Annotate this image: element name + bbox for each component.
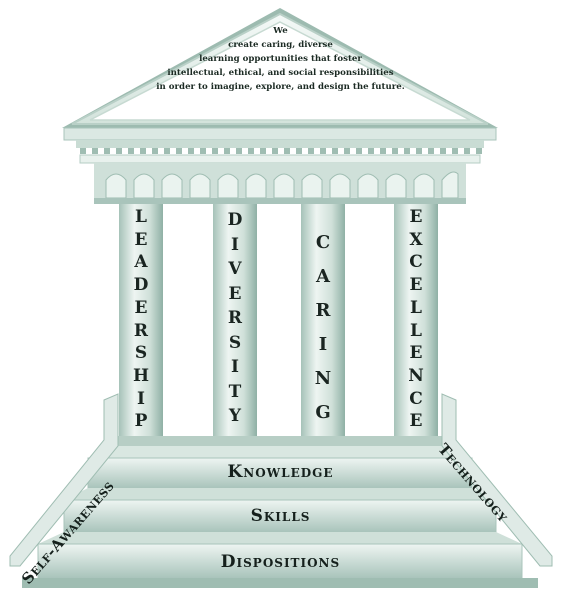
pillar-letter: L: [410, 320, 422, 341]
step-skills: Skills: [250, 506, 311, 526]
pillar-letter: V: [228, 259, 242, 279]
mission-line: learning opportunities that foster: [199, 54, 362, 64]
column-2: [213, 204, 257, 440]
pillar-letter: R: [315, 300, 331, 321]
column-3: [301, 204, 345, 440]
pillar-excellence: E X C E L L E N C E: [400, 206, 432, 433]
pillar-letter: R: [227, 308, 243, 328]
steps: [22, 436, 538, 588]
pillar-letter: E: [409, 411, 423, 432]
pillar-letter: I: [318, 334, 328, 355]
pillar-letter: L: [410, 297, 422, 318]
pillar-letter: P: [134, 411, 148, 432]
pillar-letter: H: [132, 365, 150, 386]
pillar-diversity: D I V E R S I T Y: [219, 208, 251, 429]
pillar-letter: E: [409, 275, 423, 296]
pillar-letter: D: [133, 275, 149, 296]
mission-line: create caring, diverse: [228, 40, 333, 50]
pillar-letter: N: [314, 368, 332, 389]
pillar-letter: I: [231, 357, 239, 377]
pillar-letter: S: [134, 343, 148, 364]
pillar-letter: E: [134, 297, 148, 318]
pillar-letter: I: [231, 234, 239, 255]
pediment: [62, 8, 498, 128]
mission-statement: We create caring, diverse learning oppor…: [140, 24, 421, 94]
railings: [9, 393, 553, 567]
pillar-letter: I: [137, 388, 145, 409]
pillar-letter: E: [409, 207, 423, 227]
pillar-letter: C: [409, 388, 423, 409]
pillar-letter: G: [315, 402, 331, 423]
pillar-letter: R: [133, 320, 149, 341]
pillar-letter: C: [409, 252, 423, 273]
pillar-letter: N: [408, 365, 424, 386]
pillar-letter: S: [228, 332, 242, 353]
pillar-leadership: L E A D E R S H I P: [125, 206, 157, 433]
pillar-letter: X: [409, 229, 423, 250]
pillar-letter: C: [315, 232, 331, 253]
step-dispositions: Dispositions: [220, 552, 341, 572]
mission-line: in order to imagine, explore, and design…: [156, 82, 405, 92]
pillar-letter: E: [409, 343, 423, 364]
pillar-letter: T: [228, 381, 242, 402]
entablature: [63, 127, 497, 204]
mission-line: intellectual, ethical, and social respon…: [167, 68, 394, 78]
pillar-letter: D: [227, 210, 243, 230]
column-4: [394, 204, 438, 440]
step-knowledge: Knowledge: [227, 462, 334, 482]
pillar-letter: A: [134, 252, 148, 273]
mission-line: We: [273, 26, 288, 36]
pillar-letter: Y: [228, 406, 242, 426]
pillar-caring: C A R I N G: [307, 226, 339, 430]
column-1: [119, 204, 163, 440]
pillar-letter: E: [134, 229, 148, 250]
pillar-letter: A: [316, 266, 330, 287]
pillar-letter: L: [135, 207, 147, 227]
pillar-letter: E: [228, 283, 242, 304]
columns: [119, 204, 438, 440]
